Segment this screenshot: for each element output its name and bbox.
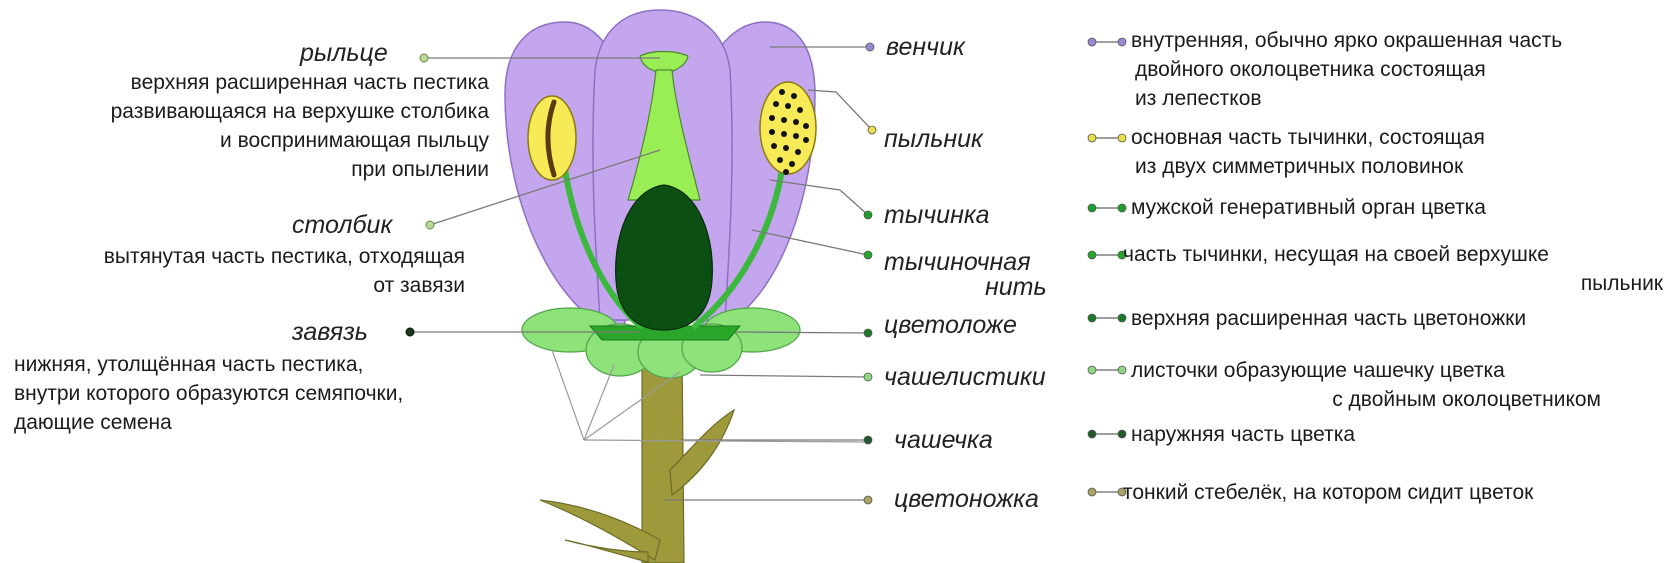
def-receptacle: верхняя расширенная часть цветоножки xyxy=(1131,304,1526,333)
dot-receptacle xyxy=(864,329,872,337)
dot-stamen xyxy=(864,211,872,219)
desc-stigma-line-2: развивающаяся на верхушке столбика xyxy=(111,97,489,126)
connector-calyx xyxy=(1088,430,1126,438)
def-sepals-line-1: листочки образующие чашечку цветка xyxy=(1131,356,1601,385)
stem xyxy=(642,348,684,563)
def-filament-line-1: часть тычинки, несущая на своей верхушке xyxy=(1123,240,1663,269)
def-pedicel-line-1: тонкий стебелёк, на котором сидит цветок xyxy=(1123,478,1533,507)
dot-corolla xyxy=(866,43,874,51)
dot-pedicel xyxy=(864,496,872,504)
def-sepals-line-2: с двойным околоцветником xyxy=(1131,385,1601,414)
dot-anther xyxy=(868,126,876,134)
connector-sepals xyxy=(1088,366,1126,374)
desc-ovary-line-3: дающие семена xyxy=(14,408,403,437)
connector-stamen xyxy=(1088,204,1126,212)
dot-style xyxy=(426,221,434,229)
connector-pedicel xyxy=(1088,488,1126,496)
term-calyx: чашечка xyxy=(894,426,993,454)
def-corolla-line-2: двойного околоцветника состоящая xyxy=(1131,55,1562,84)
connector-filament xyxy=(1088,251,1126,259)
term-receptacle: цветоложе xyxy=(884,311,1017,339)
def-calyx-line-1: наружняя часть цветка xyxy=(1131,420,1355,449)
dot-sepals xyxy=(864,373,872,381)
desc-style-line-2: от завязи xyxy=(104,271,465,300)
def-pedicel: тонкий стебелёк, на котором сидит цветок xyxy=(1123,478,1533,507)
def-filament: часть тычинки, несущая на своей верхушке… xyxy=(1123,240,1663,298)
term-stigma: рыльце xyxy=(300,39,388,67)
def-corolla-line-1: внутренняя, обычно ярко окрашенная часть xyxy=(1131,26,1562,55)
connector-receptacle xyxy=(1088,314,1126,322)
desc-ovary-line-2: внутри которого образуются семяпочки, xyxy=(14,379,403,408)
term-ovary: завязь xyxy=(292,318,368,346)
def-filament-line-2: пыльник xyxy=(1123,269,1663,298)
dot-ovary xyxy=(406,328,414,336)
term-pedicel: цветоножка xyxy=(894,485,1039,513)
def-anther-line-1: основная часть тычинки, состоящая xyxy=(1131,123,1485,152)
desc-stigma-line-1: верхняя расширенная часть пестика xyxy=(111,68,489,97)
def-corolla: внутренняя, обычно ярко окрашенная часть… xyxy=(1131,26,1562,113)
term-filament-2: нить xyxy=(985,273,1047,301)
term-stamen: тычинка xyxy=(884,201,990,229)
term-filament: тычиночная xyxy=(884,248,1031,276)
desc-style: вытянутая часть пестика, отходящая от за… xyxy=(104,242,465,300)
desc-stigma: верхняя расширенная часть пестика развив… xyxy=(111,68,489,184)
dot-stigma xyxy=(420,54,428,62)
def-corolla-line-3: из лепестков xyxy=(1131,84,1562,113)
def-anther: основная часть тычинки, состоящая из дву… xyxy=(1131,123,1485,181)
connector-anther xyxy=(1088,134,1126,142)
def-stamen-line-1: мужской генеративный орган цветка xyxy=(1131,193,1486,222)
def-sepals: листочки образующие чашечку цветка с дво… xyxy=(1131,356,1601,414)
term-sepals: чашелистики xyxy=(884,363,1046,391)
desc-style-line-1: вытянутая часть пестика, отходящая xyxy=(104,242,465,271)
term-style: столбик xyxy=(292,211,392,239)
desc-ovary-line-1: нижняя, утолщённая часть пестика, xyxy=(14,350,403,379)
desc-ovary: нижняя, утолщённая часть пестика, внутри… xyxy=(14,350,403,437)
def-stamen: мужской генеративный орган цветка xyxy=(1131,193,1486,222)
dot-calyx xyxy=(864,436,872,444)
definition-connectors xyxy=(1088,38,1126,496)
def-anther-line-2: из двух симметричных половинок xyxy=(1131,152,1485,181)
desc-stigma-line-4: при опылении xyxy=(111,155,489,184)
right-term-dots xyxy=(864,43,876,504)
term-anther: пыльник xyxy=(884,125,983,153)
dot-filament xyxy=(864,251,872,259)
desc-stigma-line-3: и воспринимающая пыльцу xyxy=(111,126,489,155)
term-corolla: венчик xyxy=(886,33,965,61)
def-calyx: наружняя часть цветка xyxy=(1131,420,1355,449)
def-receptacle-line-1: верхняя расширенная часть цветоножки xyxy=(1131,304,1526,333)
connector-corolla xyxy=(1088,38,1126,46)
